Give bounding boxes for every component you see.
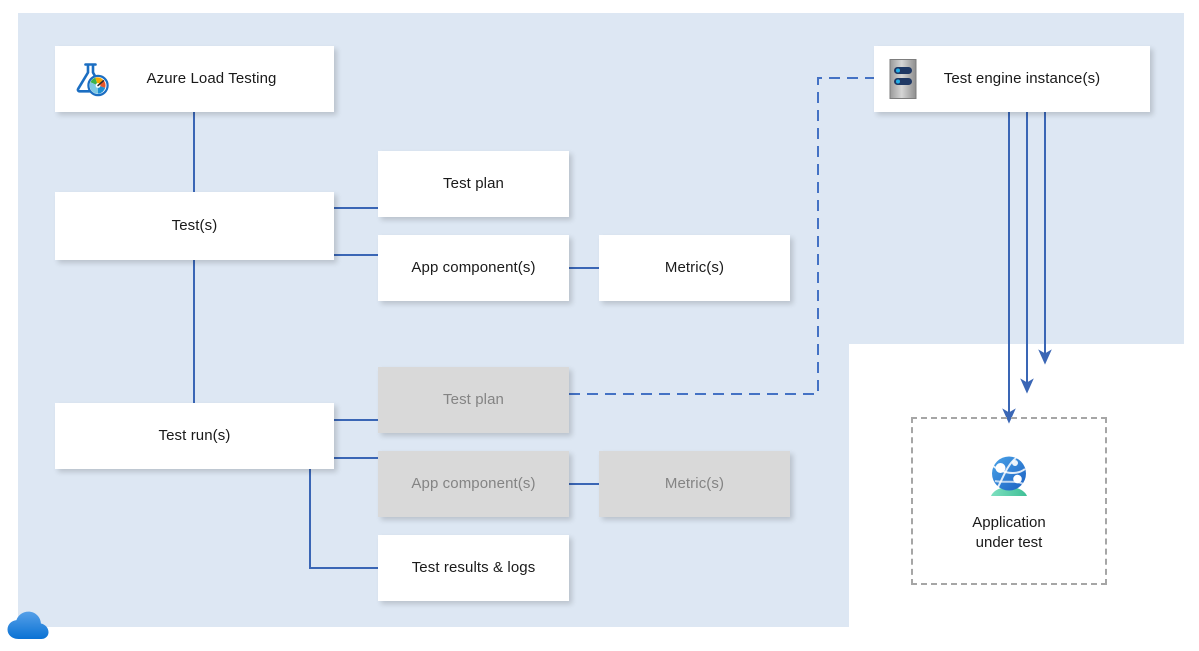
node-application-under-test-label-line2: under test (975, 534, 1043, 551)
node-azure-load-testing[interactable]: Azure Load Testing (55, 46, 334, 112)
node-tests-label: Test(s) (171, 216, 218, 234)
server-rack-icon (888, 58, 918, 100)
node-test-plan-run-label: Test plan (443, 390, 504, 408)
node-app-components-run[interactable]: App component(s) (378, 451, 569, 517)
node-test-plan[interactable]: Test plan (378, 151, 569, 217)
node-tests[interactable]: Test(s) (55, 192, 334, 260)
node-test-plan-run[interactable]: Test plan (378, 367, 569, 433)
node-test-engine-instances-label: Test engine instance(s) (943, 69, 1101, 87)
azure-cloud-icon (6, 608, 50, 642)
node-app-components-run-label: App component(s) (411, 474, 536, 492)
node-test-plan-label: Test plan (443, 174, 504, 192)
node-test-runs-label: Test run(s) (158, 426, 231, 444)
node-app-components-label: App component(s) (411, 258, 536, 276)
node-metrics-label: Metric(s) (664, 258, 725, 276)
node-metrics-run[interactable]: Metric(s) (599, 451, 790, 517)
globe-network-icon (982, 451, 1036, 501)
node-test-engine-instances[interactable]: Test engine instance(s) (874, 46, 1150, 112)
node-metrics-run-label: Metric(s) (664, 474, 725, 492)
node-app-components[interactable]: App component(s) (378, 235, 569, 301)
node-azure-load-testing-label: Azure Load Testing (146, 69, 277, 87)
application-under-test-boundary (911, 417, 1107, 585)
node-test-results-logs-label: Test results & logs (411, 558, 536, 576)
node-application-under-test-label-line1: Application (972, 513, 1046, 531)
flask-gauge-icon (71, 59, 111, 99)
node-test-runs[interactable]: Test run(s) (55, 403, 334, 469)
node-test-results-logs[interactable]: Test results & logs (378, 535, 569, 601)
node-metrics[interactable]: Metric(s) (599, 235, 790, 301)
node-application-under-test[interactable]: Application under test (911, 437, 1107, 567)
